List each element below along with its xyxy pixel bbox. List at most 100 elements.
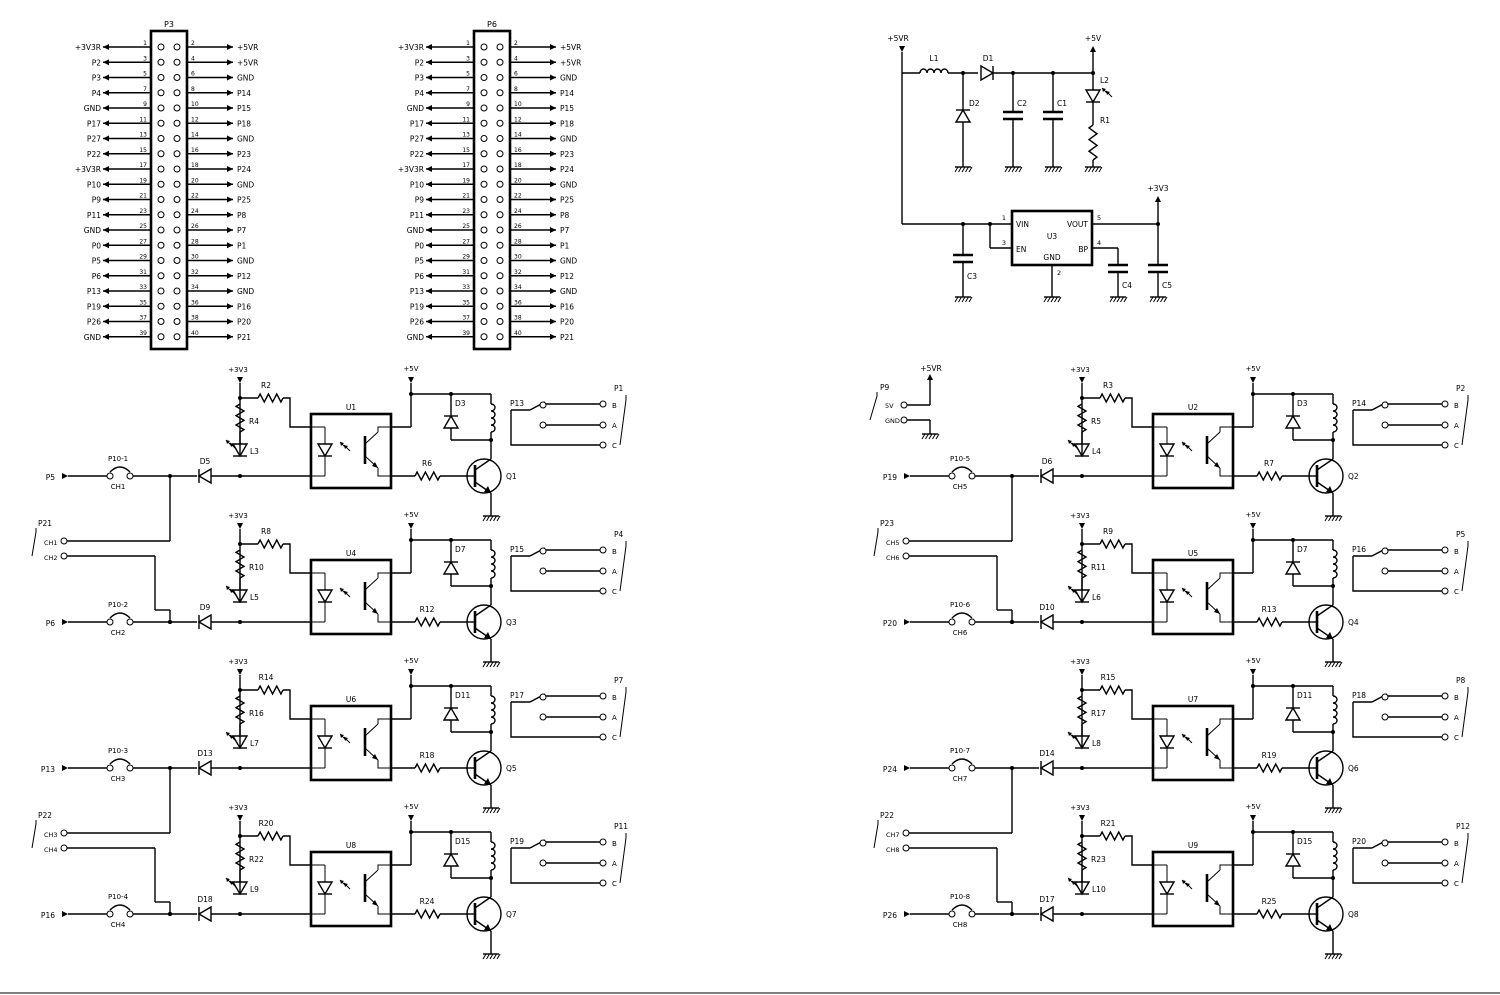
relay-terminal-b [1441,546,1449,554]
jumper-ch-label: CH1 [111,483,126,491]
header-signal-right: P24 [560,165,574,174]
light-rays-icon [1181,879,1193,890]
pullup-resistor-ref: R3 [1103,381,1113,390]
ground-hatch [1328,807,1332,814]
relay-frame-wire [510,410,526,446]
relay-ref: P20 [1352,837,1366,846]
transistor-body-icon [466,896,502,932]
header-pin-right [496,196,504,203]
relay-coil-icon [490,403,496,433]
header-arrow-left-icon [426,74,432,81]
header-pin-number-left: 19 [139,177,147,184]
cap-c3-ref: C3 [967,272,977,281]
header-pin-number-left: 5 [143,71,147,78]
header-pin-number-left: 37 [139,315,147,322]
relay-coil-icon [1332,695,1338,725]
ground-hatch [1008,166,1012,173]
emitter-arrow-icon [484,632,491,639]
transistor-collector [474,458,492,471]
header-pin-number-left: 15 [139,147,147,154]
relay-terminal-a [1441,859,1449,867]
resistor-icon [257,392,284,404]
diode-icon [197,905,212,923]
supply-label-5v: +5V [1245,511,1260,519]
header-signal-right: P1 [560,241,570,250]
junction-dot [1331,438,1335,442]
header-arrow-left-icon [103,333,109,340]
led-icon [316,589,334,604]
ray-head [1072,735,1076,739]
header-signal-right: P18 [237,119,251,128]
selector-bracket [31,528,37,557]
optocoupler-ref: U5 [1188,549,1198,558]
ground-hatch [1084,166,1089,173]
header-arrow-left-icon [103,288,109,294]
header-pin-number-left: 13 [139,132,147,139]
header-arrow-left-icon [426,272,432,279]
header-signal-left: P10 [410,180,424,189]
header-pin-number-right: 4 [191,55,195,62]
diode-icon [1284,560,1302,575]
header-signal-right: P25 [560,196,574,205]
relay-coil-icon [1332,841,1338,871]
relay-contact [539,693,547,701]
header-arrow-left-icon [103,272,109,279]
header-signal-right: P24 [237,165,251,174]
ground-icon [1324,512,1343,522]
relay-contact [539,839,547,847]
transistor-ref: Q6 [1348,764,1359,773]
ground-hatch [1328,515,1332,522]
header-pin-left [480,58,488,66]
ground-hatch [1018,166,1023,173]
header-pin-number-right: 40 [514,330,522,337]
base-resistor-ref: R24 [420,897,435,906]
reg-pinnum-en: 3 [1002,239,1006,247]
supply-label-3v3: +3V3 [1070,366,1090,374]
relay-terminal-a [599,421,607,429]
header-signal-left: P3 [415,74,425,83]
base-resistor-ref: R12 [420,605,435,614]
junction-dot [489,876,493,880]
transistor-ref: Q1 [506,472,517,481]
diode-icon [442,414,460,429]
reg-pinnum-gnd: 2 [1057,269,1061,277]
relay-coil-icon [490,549,496,579]
status-led-ref: L5 [250,593,259,602]
junction-dot [1080,766,1084,770]
header-pin-number-left: 19 [462,177,470,184]
ray-head [1068,440,1072,444]
ray-head [1072,589,1076,593]
diode-icon [1039,467,1054,485]
header-pin-right [173,318,181,325]
emitter-arrow-icon [372,608,378,614]
diode-body [1284,414,1302,429]
diode-body [442,414,460,429]
ground-hatch [489,515,494,522]
header-signal-right: GND [560,287,577,296]
header-arrow-right-icon [227,227,233,233]
resistor-icon [414,908,441,920]
supply-label-5v: +5V [403,365,418,373]
emitter-arrow-icon [372,462,378,468]
header-pin-left [157,333,165,341]
light-rays-icon [1067,585,1079,596]
output-connector-ref: P12 [1456,822,1470,831]
arrow-down-icon [1079,523,1085,529]
ray-head [340,734,344,738]
led-icon [1158,735,1176,750]
header-pin-number-left: 15 [462,147,470,154]
relay-terminal-a [1441,421,1449,429]
diode-body [197,613,212,631]
header-pin-right [173,180,181,188]
header-pin-number-right: 30 [191,254,199,261]
pullup-resistor-ref: R14 [259,673,274,682]
led-body [1084,89,1102,104]
ray-head [1182,442,1186,446]
header-arrow-left-icon [426,196,432,203]
diode-icon [442,852,460,867]
arrow-right-icon [62,765,68,771]
